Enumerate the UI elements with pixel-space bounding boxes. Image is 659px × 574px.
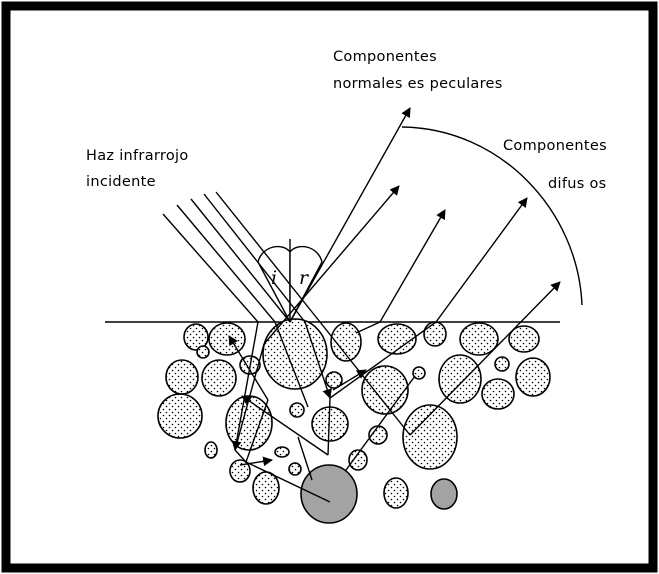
particle <box>226 396 272 450</box>
incident-beam-label-line2: incidente <box>86 174 156 190</box>
particle <box>384 478 408 508</box>
particle <box>439 355 481 403</box>
particle <box>482 379 514 409</box>
diffuse-label-line1: Componentes <box>503 138 607 154</box>
incident-beam-label-line1: Haz infrarrojo <box>86 148 189 164</box>
scatter-ray <box>298 437 312 480</box>
particle <box>158 394 202 438</box>
particle <box>197 346 209 358</box>
specular-label-line2: normales es peculares <box>333 76 503 92</box>
particle <box>290 403 304 417</box>
scatter-ray <box>229 336 268 400</box>
particle <box>263 319 327 389</box>
specular-label-line1: Componentes <box>333 49 437 65</box>
incident-ray <box>163 214 258 322</box>
dense-particle <box>431 479 457 509</box>
particle <box>202 360 236 396</box>
particle <box>424 322 446 346</box>
scatter-ray <box>356 322 380 333</box>
particle <box>205 442 217 458</box>
particle <box>209 323 245 355</box>
particle <box>166 360 198 394</box>
particle <box>362 366 408 414</box>
diffuse-label-line2: difus os <box>548 176 607 192</box>
particle <box>275 447 289 457</box>
particle <box>516 358 550 396</box>
dense-particles <box>301 465 457 523</box>
specular-ray <box>290 108 410 322</box>
particle <box>495 357 509 371</box>
scatter-ray <box>436 198 527 322</box>
scatter-ray <box>380 210 445 322</box>
particle <box>289 463 301 475</box>
particle <box>253 472 279 504</box>
